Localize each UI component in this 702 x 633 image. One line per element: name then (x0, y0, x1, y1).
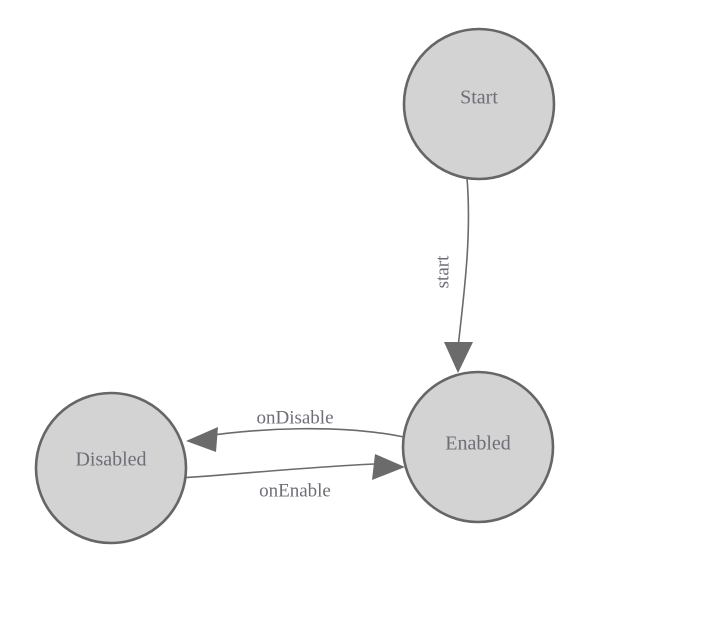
node-start-circle (402, 27, 556, 181)
edge-disabled-to-enabled[interactable]: onEnable (179, 454, 405, 501)
edge-enabled-to-disabled-arrowhead (186, 427, 218, 452)
node-start[interactable]: Start (402, 27, 556, 181)
edge-start-to-enabled-path (457, 177, 470, 349)
node-disabled-circle (34, 391, 188, 545)
edge-disabled-to-enabled-label: onEnable (259, 480, 331, 501)
edge-disabled-to-enabled-path (179, 463, 377, 479)
node-enabled[interactable]: Enabled (401, 370, 555, 524)
edge-enabled-to-disabled[interactable]: onDisable (186, 407, 405, 452)
edge-start-to-enabled[interactable]: start (432, 177, 473, 373)
edge-disabled-to-enabled-arrowhead (372, 454, 405, 480)
edge-enabled-to-disabled-label: onDisable (256, 407, 333, 428)
edge-enabled-to-disabled-path (198, 427, 405, 438)
node-disabled[interactable]: Disabled (34, 391, 188, 545)
edge-start-to-enabled-label: start (432, 255, 453, 288)
node-enabled-label: Enabled (445, 433, 511, 455)
node-disabled-label: Disabled (75, 449, 146, 471)
node-enabled-circle (401, 370, 555, 524)
edge-start-to-enabled-arrowhead (444, 342, 473, 373)
node-start-label: Start (460, 87, 498, 109)
